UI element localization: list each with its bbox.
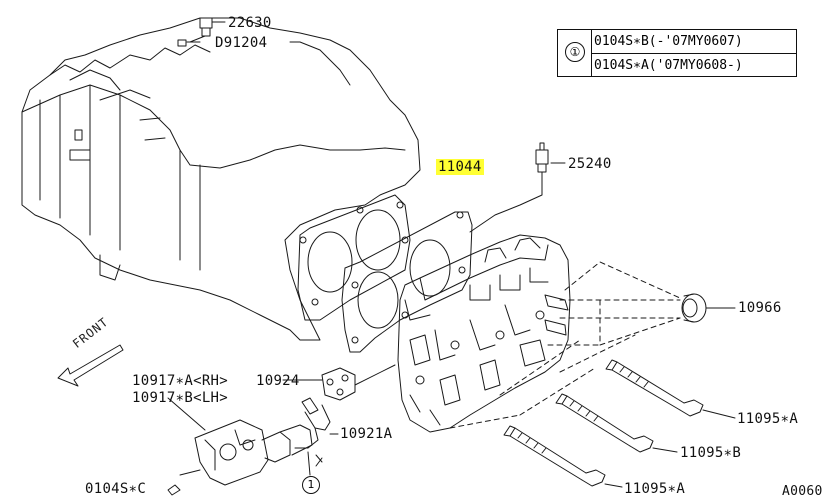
callout-circle: 1 (302, 476, 320, 494)
bolt-small (315, 454, 323, 467)
cylinder-head (397, 234, 571, 433)
front-arrow (57, 344, 124, 387)
label-10917a: 10917∗A<RH> (132, 373, 229, 389)
legend-table: ① 0104S∗B(-'07MY0607) 0104S∗A('07MY0608-… (557, 29, 797, 77)
head-bolt-3 (503, 425, 623, 488)
head-gasket (341, 211, 473, 353)
label-11044-text: 11044 (436, 159, 484, 175)
label-11044: 11044 (436, 159, 484, 175)
label-10917b: 10917∗B<LH> (132, 390, 229, 406)
cam-solenoid (167, 397, 313, 496)
leader-dashed (449, 261, 681, 429)
legend-circle-mark: ① (565, 42, 585, 62)
label-d91204: D91204 (215, 35, 268, 51)
knock-sensor (177, 17, 226, 47)
leader-circle (307, 451, 311, 476)
label-22630: 22630 (228, 15, 272, 31)
oil-pipe (294, 397, 339, 449)
label-11095b: 11095∗B (680, 445, 742, 461)
label-10921a: 10921A (340, 426, 393, 442)
engine-block (21, 17, 421, 341)
label-10924: 10924 (256, 373, 300, 389)
label-25240: 25240 (568, 156, 612, 172)
legend-mark-cell: ① (558, 30, 592, 76)
label-11095a-top: 11095∗A (737, 411, 799, 427)
legend-row-1: 0104S∗B(-'07MY0607) (594, 34, 743, 49)
label-11095a-bottom: 11095∗A (624, 481, 686, 497)
oil-seal (681, 293, 736, 323)
head-bolt-2 (555, 393, 678, 453)
solenoid-gasket (321, 364, 396, 401)
temp-sensor (469, 142, 566, 233)
diagram-reference: A0060 (782, 484, 823, 499)
legend-row-2: 0104S∗A('07MY0608-) (591, 53, 796, 76)
label-0104sc: 0104S∗C (85, 481, 147, 497)
label-10966: 10966 (738, 300, 782, 316)
head-bolt-1 (605, 359, 736, 419)
